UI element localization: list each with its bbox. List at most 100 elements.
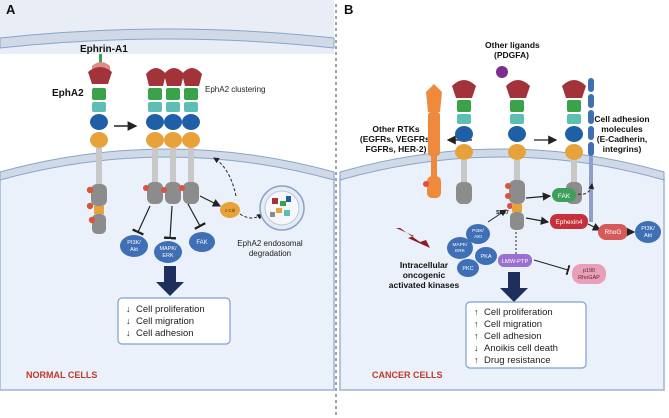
svg-text:FAK: FAK <box>558 193 571 200</box>
outcome-text: Cell migration <box>136 316 194 327</box>
cbl-arrow <box>199 195 222 207</box>
endocytosis-arrow <box>213 157 237 197</box>
panel-b-down-arrow <box>500 272 528 302</box>
intracellular-label-1: Intracellular <box>400 260 449 270</box>
panel-b-letter: B <box>344 2 353 17</box>
svg-text:LMW-PTP: LMW-PTP <box>502 259 529 265</box>
other-ligands-label-1: Other ligands <box>485 40 540 50</box>
outcome-text-b: Drug resistance <box>484 355 551 366</box>
panel-a-down-arrow <box>156 266 184 296</box>
ephexin4-node: Ephexin4 <box>550 214 588 229</box>
cancer-cells-label: CANCER CELLS <box>372 370 443 380</box>
svg-text:PI3K/: PI3K/ <box>641 226 655 232</box>
outcome-text-b: Anoikis cell death <box>484 343 558 354</box>
adhesion-label-2: molecules <box>601 124 643 134</box>
rhog-arrow <box>587 223 602 231</box>
panel-b-outcome-box <box>465 301 587 369</box>
outcome-text-b: Cell migration <box>484 319 542 330</box>
adhesion-label-1: Cell adhesion <box>594 114 649 124</box>
inhibit-mapk-line <box>163 205 177 240</box>
intracellular-label-2: oncogenic <box>403 270 446 280</box>
cluster-receptor-2 <box>161 68 184 204</box>
other-rtk-receptor <box>423 84 442 198</box>
panel-b-membrane <box>339 148 665 181</box>
lightning-bolt-icon <box>396 228 430 248</box>
degradation-label-1: EphA2 endosomal <box>237 239 303 248</box>
fak-node-b: FAK <box>552 188 576 202</box>
svg-text:RhoG: RhoG <box>605 229 622 236</box>
intracellular-kinase-cluster: PI3K/ AKt MAPK/ ERK PKA PKC <box>447 224 497 277</box>
svg-text:PI3K/: PI3K/ <box>127 240 141 246</box>
inhibit-p190-line <box>533 259 571 276</box>
ligand-binding-domain <box>88 67 112 84</box>
svg-text:PKC: PKC <box>462 266 473 272</box>
svg-text:Akt: Akt <box>644 233 652 239</box>
pka-node: PKA <box>475 247 497 265</box>
outcome-text-b: Cell adhesion <box>484 331 542 342</box>
panel-b-outcome-list: ↑ Cell proliferation ↑ Cell migration ↑ … <box>474 307 558 366</box>
normal-cells-label: NORMAL CELLS <box>26 370 97 380</box>
mapk-erk-node: MAPK/ ERK <box>154 241 182 263</box>
endosome-icon <box>259 185 305 231</box>
svg-text:p190: p190 <box>583 268 595 274</box>
adhesion-label-3: (E-Cadherin, <box>597 134 648 144</box>
outcome-text-b: Cell proliferation <box>484 307 553 318</box>
other-rtks-label-2: (EGFRs, VEGFRs, <box>360 134 432 144</box>
svg-text:FAK: FAK <box>196 240 207 246</box>
panel-a-outcome-box <box>117 297 231 345</box>
svg-text:MAPK/: MAPK/ <box>159 246 177 252</box>
lmw-ptp-node: LMW-PTP <box>498 254 532 267</box>
epha2-receptor-b2 <box>505 80 530 230</box>
epha2-label: EphA2 <box>52 88 84 99</box>
outcome-arrow-b: ↑ <box>474 355 479 365</box>
mapk-erk-node-b: MAPK/ ERK <box>447 237 473 259</box>
ephrin-anchor <box>99 54 102 66</box>
degradation-label-2: degradation <box>249 249 291 258</box>
inhibit-fak-line <box>187 203 206 230</box>
outcome-arrow: ↓ <box>126 328 131 338</box>
panel-a: A Ephrin-A1 EphA2 EphA2 clustering <box>0 0 335 391</box>
epha2-cluster <box>143 68 202 204</box>
epha2-receptor-b1 <box>452 80 476 204</box>
cluster-receptor-1 <box>143 68 166 204</box>
outcome-arrow: ↓ <box>126 316 131 326</box>
svg-text:Ephexin4: Ephexin4 <box>555 219 582 226</box>
panel-a-plasma-membrane <box>0 28 335 49</box>
outcome-arrow: ↓ <box>126 304 131 314</box>
pi3k-akt-node: PI3K/ Akt <box>120 235 148 257</box>
inhibit-pi3k-line <box>132 205 151 236</box>
epha2-clustering-label: EphA2 clustering <box>205 85 265 94</box>
outcome-text: Cell adhesion <box>136 328 194 339</box>
epha2-monomer <box>86 62 112 234</box>
svg-text:Akt: Akt <box>130 247 138 253</box>
fak-arrow <box>525 192 552 201</box>
svg-text:PKA: PKA <box>480 254 491 260</box>
outcome-arrow-b: ↑ <box>474 307 479 317</box>
ephexin-arrow <box>525 216 550 225</box>
ephrin-a1-label: Ephrin-A1 <box>80 44 128 55</box>
degradation-arrow <box>239 213 263 220</box>
svg-text:AKt: AKt <box>474 234 482 240</box>
intracellular-label-3: activated kinases <box>389 280 460 290</box>
other-rtks-label-3: FGFRs, HER-2) <box>366 144 427 154</box>
svg-text:PI3K/: PI3K/ <box>472 228 484 234</box>
c-cbl-node: c-Cbl <box>220 202 240 218</box>
outcome-arrow-b: ↓ <box>474 343 479 353</box>
s897-phosphorylation-arrow <box>487 209 507 223</box>
svg-text:ERK: ERK <box>455 248 466 254</box>
pkc-node: PKC <box>457 259 479 277</box>
pi3k-akt-node-b: PI3K/ AKt <box>466 224 490 244</box>
cluster-receptor-3 <box>179 68 202 204</box>
svg-text:MAPK/: MAPK/ <box>453 242 469 248</box>
panel-a-letter: A <box>6 2 16 17</box>
fak-node: FAK <box>189 232 215 252</box>
panel-a-outcome-list: ↓ Cell proliferation ↓ Cell migration ↓ … <box>126 304 205 339</box>
p190-rhogap-node: p190 RhoGAP <box>572 264 606 284</box>
other-ligands-label-2: (PDGFA) <box>494 50 529 60</box>
rhog-node: RhoG <box>598 224 628 240</box>
svg-text:c-Cbl: c-Cbl <box>225 208 236 213</box>
svg-text:RhoGAP: RhoGAP <box>578 275 600 281</box>
outcome-arrow-b: ↑ <box>474 319 479 329</box>
outcome-text: Cell proliferation <box>136 304 205 315</box>
